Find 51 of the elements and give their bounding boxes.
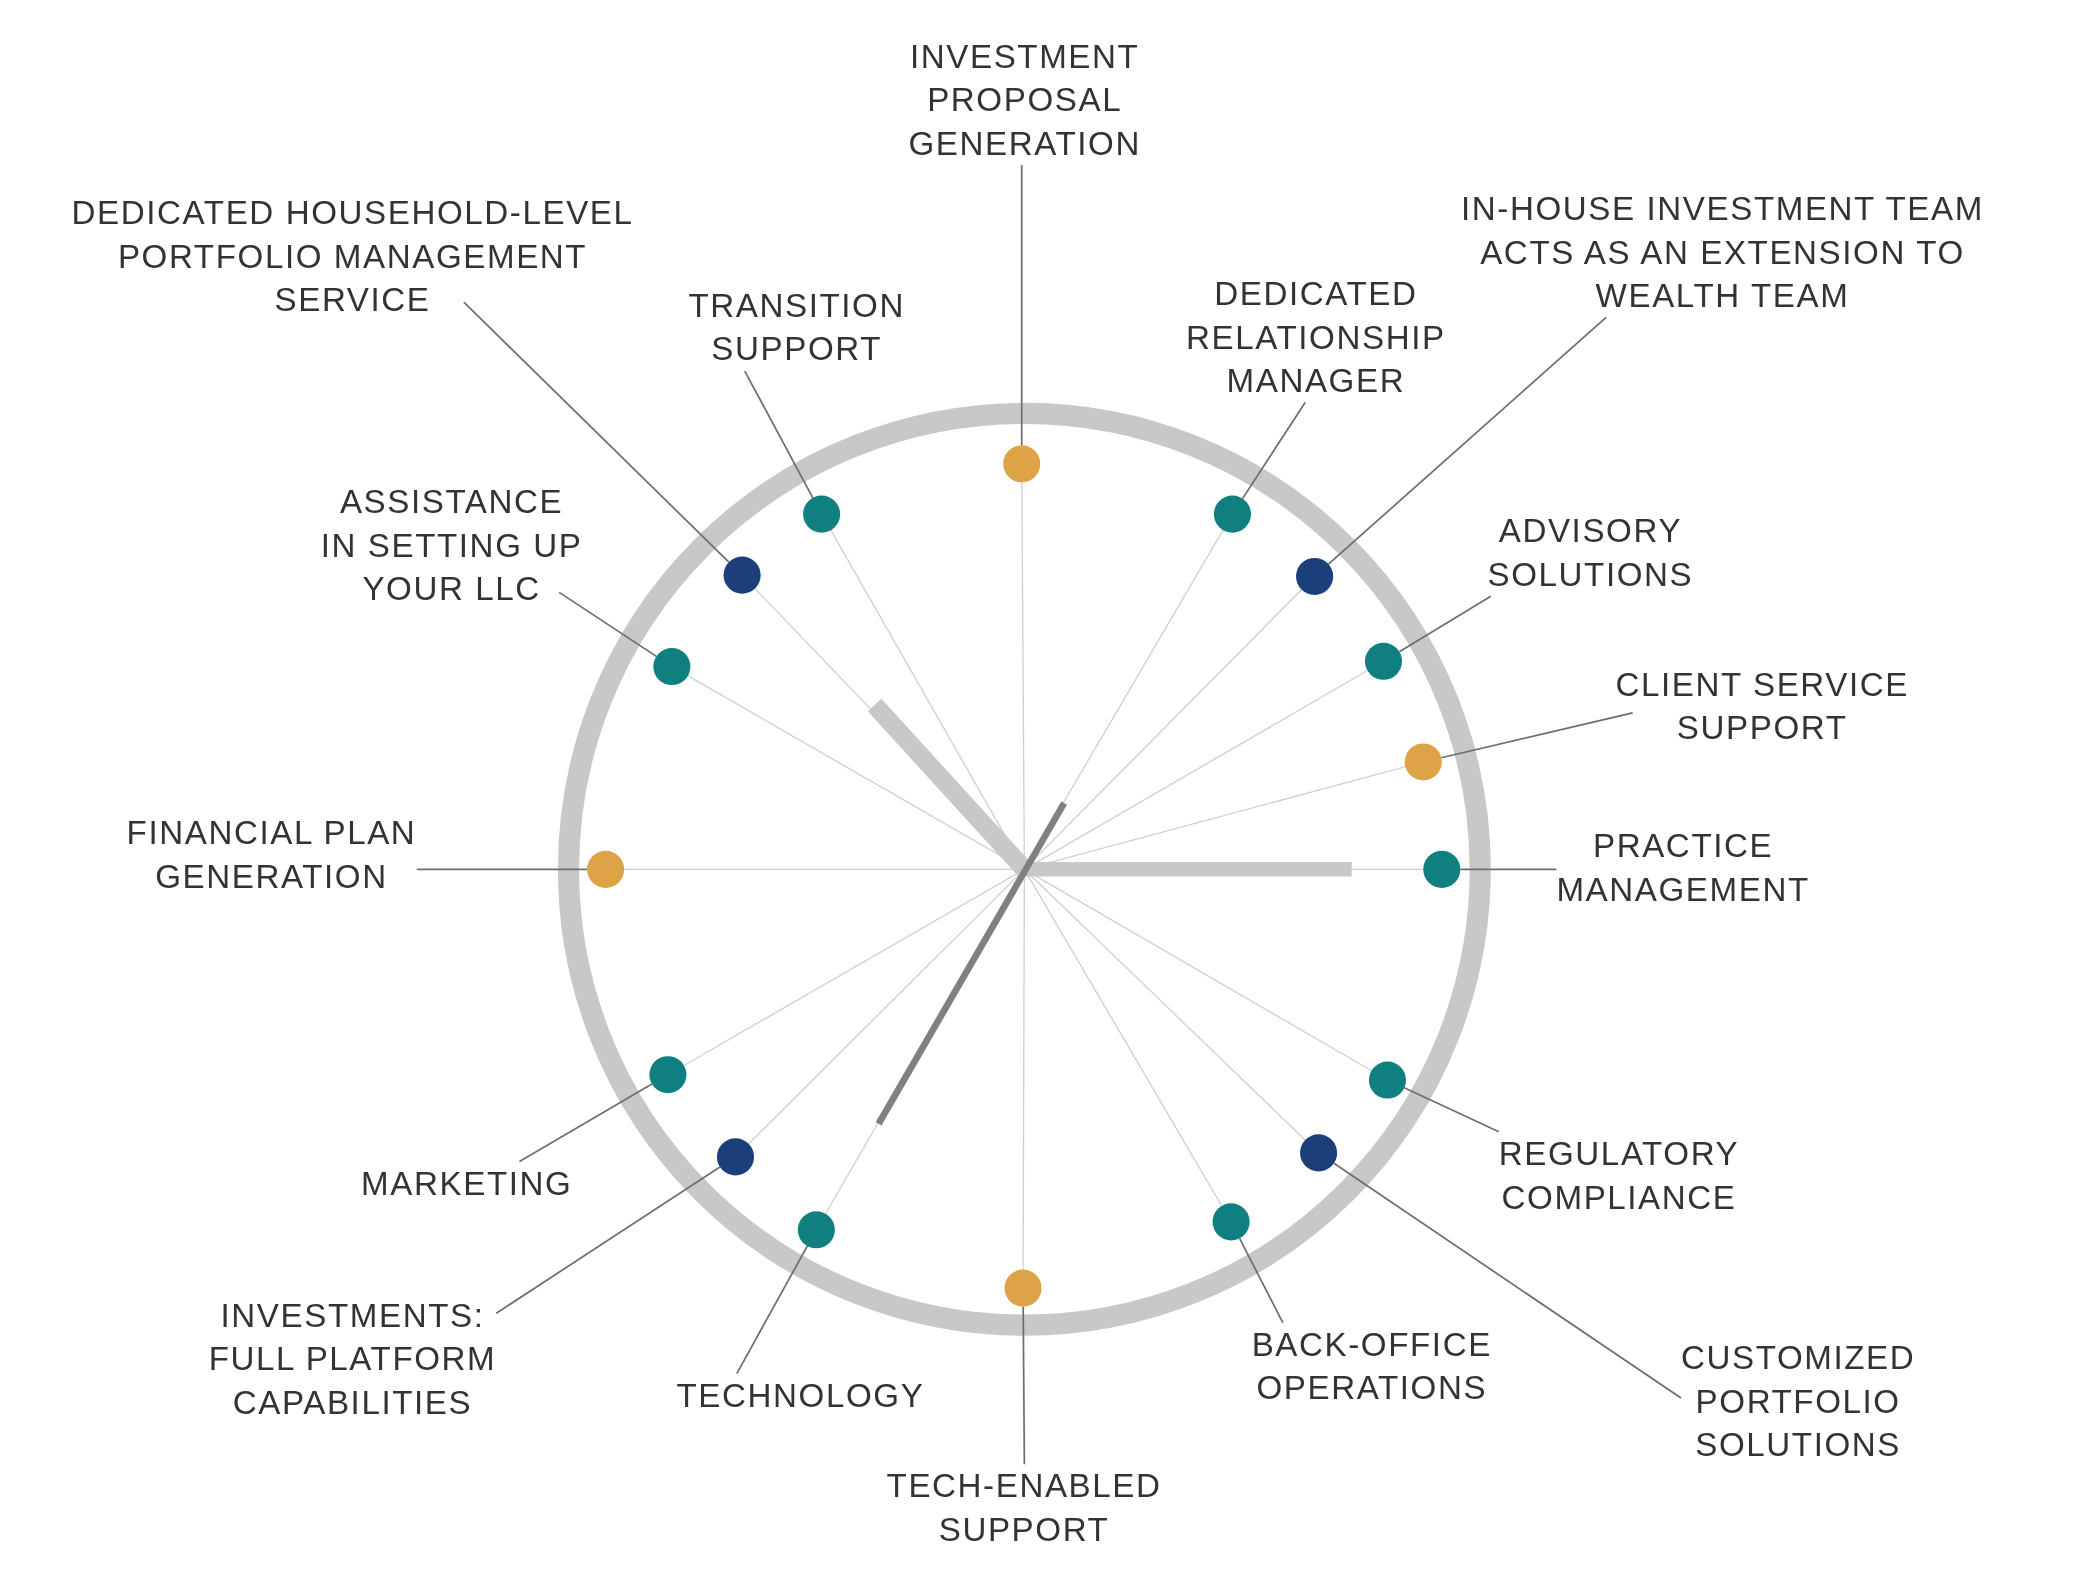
dot-marker — [1404, 743, 1442, 781]
dot-marker — [653, 648, 691, 686]
leader-line — [1327, 316, 1607, 565]
callout-label: ADVISORY SOLUTIONS — [1487, 508, 1694, 597]
callout-label: INVESTMENT PROPOSAL GENERATION — [908, 33, 1141, 165]
leader-line — [495, 1166, 721, 1315]
callout-label: DEDICATED RELATIONSHIP MANAGER — [1186, 271, 1446, 403]
callout-label: TECH-ENABLED SUPPORT — [886, 1464, 1162, 1552]
leader-line — [1022, 1305, 1026, 1466]
dot-marker — [1368, 1061, 1407, 1099]
callout-label: IN-HOUSE INVESTMENT TEAM ACTS AS AN EXTENSION TO WEALTH TEAM — [1461, 186, 1984, 318]
callout-label: CUSTOMIZED PORTFOLIO SOLUTIONS — [1681, 1335, 1916, 1467]
callout-label: REGULATORY COMPLIANCE — [1498, 1131, 1740, 1220]
callout-label: TECHNOLOGY — [676, 1373, 925, 1418]
dot-marker — [1003, 445, 1041, 483]
leader-line — [1241, 401, 1307, 500]
dot-marker — [587, 850, 625, 888]
callout-label: CLIENT SERVICE SUPPORT — [1615, 662, 1909, 751]
dot-marker — [803, 495, 841, 533]
leader-line — [1440, 712, 1634, 759]
callout-label: MARKETING — [361, 1161, 573, 1206]
leader-line — [743, 370, 814, 499]
callout-label: DEDICATED HOUSEHOLD-LEVEL PORTFOLIO MANAGEMENT SERVICE — [71, 190, 634, 322]
dot-marker — [1300, 1134, 1338, 1172]
callout-label: INVESTMENTS: FULL PLATFORM CAPABILITIES — [208, 1292, 497, 1424]
dot-marker — [1004, 1269, 1042, 1307]
leader-line — [1398, 595, 1492, 653]
dot-marker — [1213, 495, 1251, 533]
leader-line — [462, 301, 730, 563]
dot-marker — [716, 1138, 755, 1176]
dot-marker — [1364, 642, 1403, 680]
leader-line — [415, 868, 588, 871]
leader-line — [1238, 1237, 1284, 1324]
dot-marker — [649, 1056, 687, 1094]
dot-marker — [1212, 1203, 1250, 1241]
callout-label: ASSISTANCE IN SETTING UP YOUR LLC — [320, 479, 583, 611]
leader-line — [558, 591, 658, 658]
leader-line — [1403, 1087, 1500, 1133]
callout-label: BACK-OFFICE OPERATIONS — [1251, 1322, 1492, 1410]
dot-marker — [797, 1211, 835, 1249]
dot-marker — [723, 556, 761, 594]
leader-line — [1459, 868, 1558, 871]
leader-line — [518, 1083, 653, 1163]
dot-marker — [1423, 850, 1461, 888]
leader-line — [735, 1245, 809, 1375]
dot-marker — [1296, 557, 1334, 595]
leader-line — [1020, 164, 1023, 447]
callout-label: TRANSITION SUPPORT — [688, 283, 905, 372]
leader-line — [1333, 1162, 1682, 1399]
callout-label: FINANCIAL PLAN GENERATION — [126, 811, 417, 899]
callout-label: PRACTICE MANAGEMENT — [1556, 824, 1810, 912]
